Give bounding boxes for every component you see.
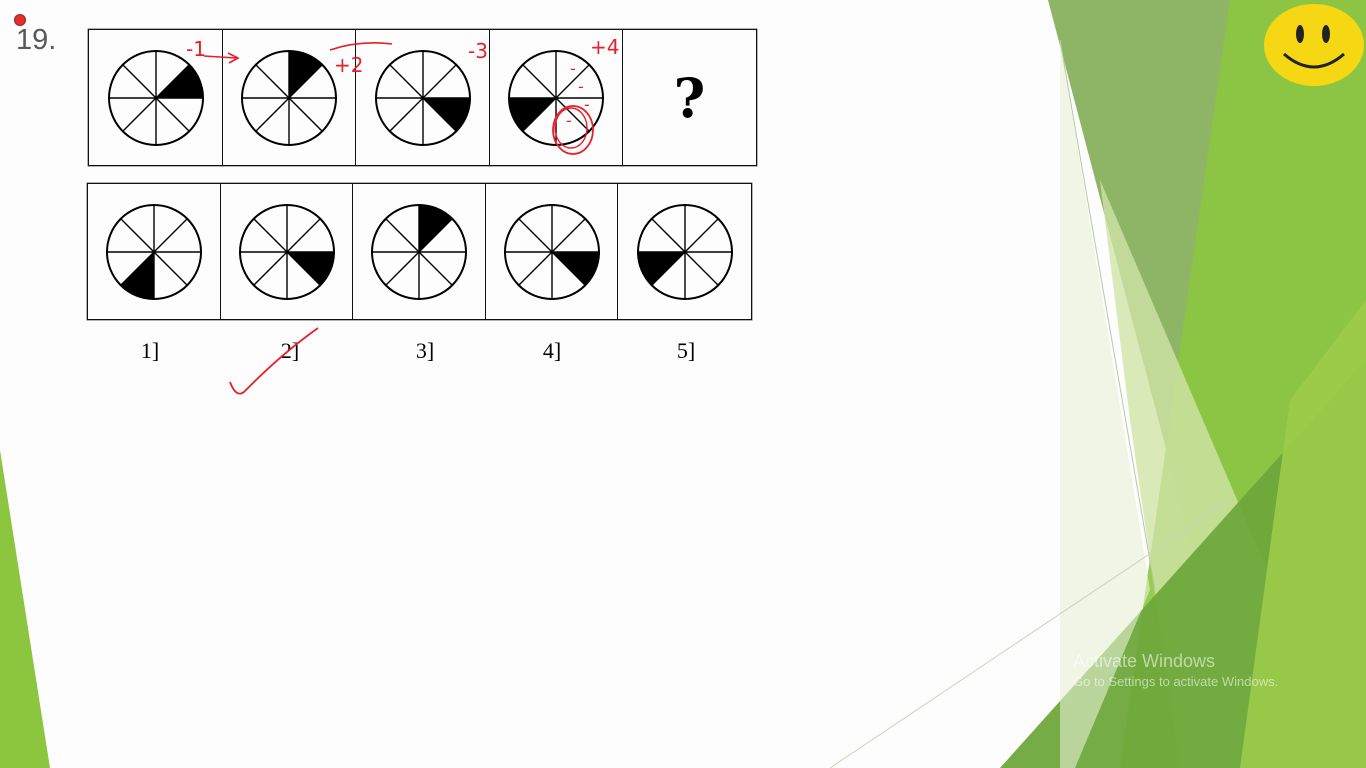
green-band-light: [1240, 300, 1366, 768]
wheel-outline: [371, 203, 467, 300]
filled-sector: [155, 64, 203, 98]
spoke-line: [385, 217, 453, 286]
spoke-line: [255, 63, 323, 132]
option-label-1: 1]: [140, 338, 160, 363]
missing-figure: ?: [623, 30, 756, 165]
filled-sector: [422, 97, 470, 131]
wheel-outline: [241, 49, 337, 146]
option-label-3: 3]: [415, 338, 435, 363]
spoke-line: [650, 217, 719, 286]
answer-figure-5[interactable]: [618, 184, 751, 319]
filled-sector: [419, 204, 453, 252]
circle-wheel-icon: [238, 203, 335, 300]
spoke-line: [252, 217, 321, 286]
circle-wheel-icon: [374, 49, 471, 146]
filled-sector: [286, 251, 334, 285]
circle-wheel-icon: [371, 203, 467, 300]
problem-figure-2: [223, 30, 356, 165]
watermark-subtitle: Go to Settings to activate Windows.: [1073, 674, 1279, 689]
circle-wheel-icon: [503, 203, 600, 300]
question-mark: ?: [673, 65, 706, 130]
green-faint-wedge: [1060, 40, 1150, 768]
filled-sector: [120, 251, 154, 299]
wheel-outline: [374, 49, 471, 146]
filled-sector: [289, 50, 323, 98]
question-number: 19.: [16, 24, 57, 56]
spoke-line: [388, 63, 457, 132]
option-label-2: 2]: [280, 338, 300, 363]
circle-wheel-icon: [636, 203, 733, 300]
filled-sector: [509, 97, 556, 131]
answer-figure-4[interactable]: [486, 184, 618, 319]
wheel-outline: [238, 203, 335, 300]
spoke-line: [121, 63, 190, 132]
spoke-line: [120, 217, 188, 286]
circle-wheel-icon: [106, 203, 202, 300]
wheel-outline: [503, 203, 600, 300]
problem-figures-strip: ?: [88, 29, 757, 166]
answer-figure-3[interactable]: [353, 184, 486, 319]
circle-wheel-icon: [508, 49, 604, 146]
circle-wheel-icon: [241, 49, 337, 146]
question-dot-icon: [14, 14, 26, 26]
problem-figure-3: [356, 30, 490, 165]
option-label-5: 5]: [676, 338, 696, 363]
problem-figure-4: [490, 30, 623, 165]
answer-figures-strip: [87, 183, 752, 320]
filled-sector: [637, 251, 685, 285]
activation-watermark: Activate Windows Go to Settings to activ…: [1073, 651, 1278, 689]
filled-sector: [551, 251, 599, 285]
wheel-outline: [107, 49, 204, 146]
problem-figure-1: [89, 30, 223, 165]
left-green-triangle: [0, 450, 50, 768]
answer-figure-2[interactable]: [221, 184, 353, 319]
smiley-icon: [1264, 4, 1364, 86]
option-label-4: 4]: [542, 338, 562, 363]
circle-wheel-icon: [107, 49, 204, 146]
wheel-outline: [106, 203, 202, 300]
watermark-title: Activate Windows: [1073, 651, 1216, 671]
spoke-line: [517, 217, 586, 286]
wheel-outline: [636, 203, 733, 300]
answer-figure-1[interactable]: [88, 184, 221, 319]
